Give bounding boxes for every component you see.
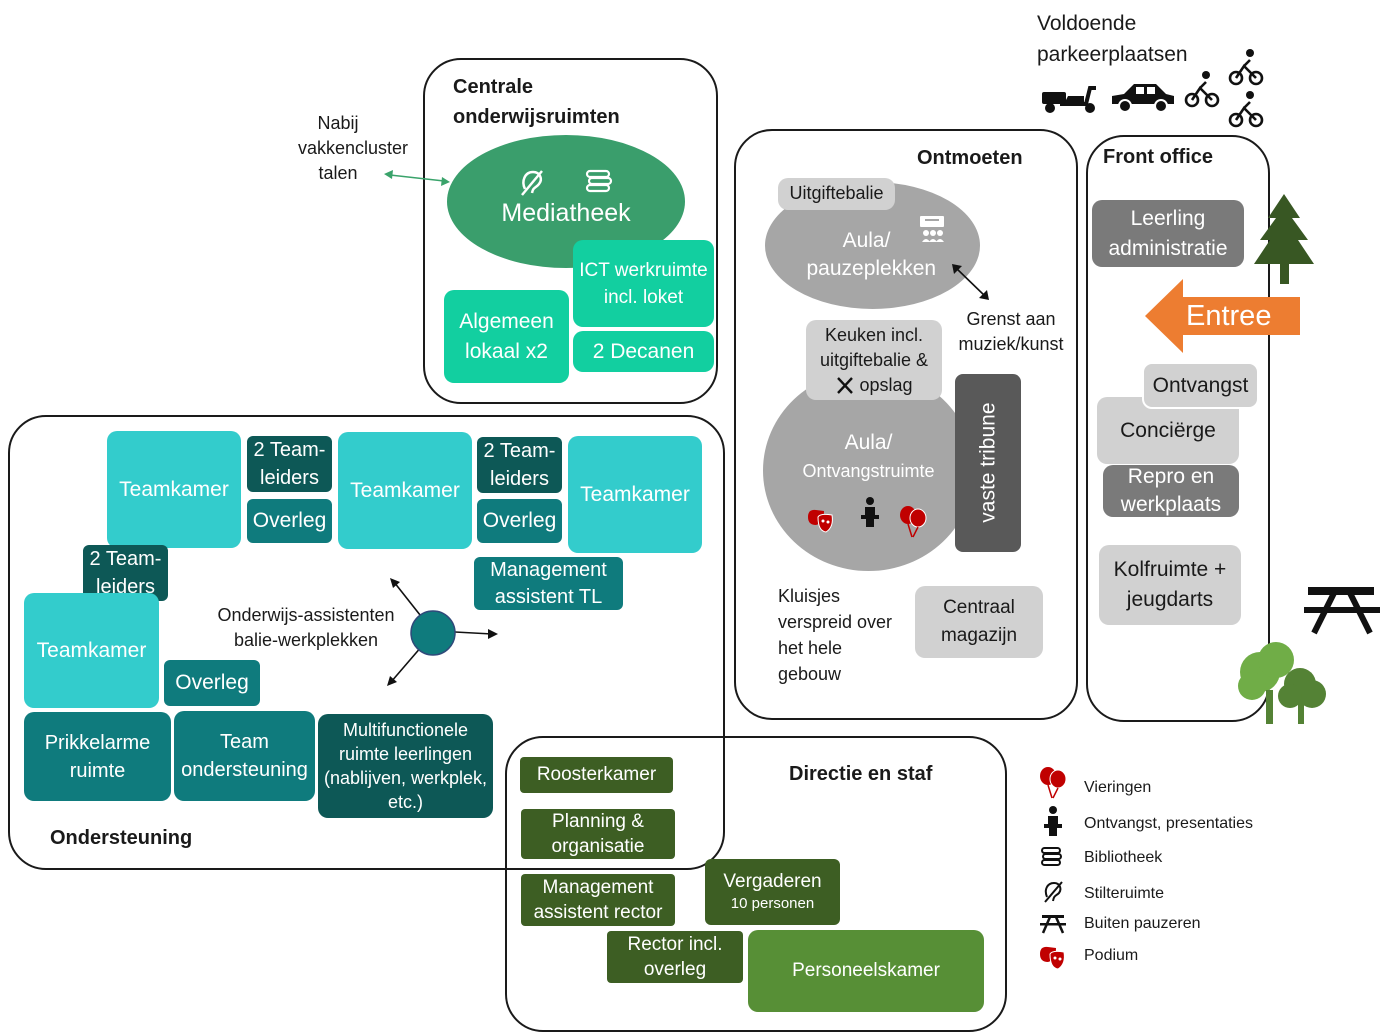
teamkamer-1-box: Teamkamer xyxy=(107,431,241,548)
kluisjes-note: Kluisjes verspreid over het hele gebouw xyxy=(778,586,893,684)
entree-arrow xyxy=(1145,279,1300,353)
legend-label-5: Podium xyxy=(1084,947,1139,964)
tribune-label: vaste tribune xyxy=(976,402,1000,524)
uitgiftebalie-box: Uitgiftebalie xyxy=(778,178,895,210)
repro-box: Repro en werkplaats xyxy=(1103,465,1239,517)
magazijn-box: Centraal magazijn xyxy=(915,586,1043,658)
grens-arrow xyxy=(952,264,989,300)
vergaderen-label: Vergaderen xyxy=(723,870,822,892)
teamkamer-4-box: Teamkamer xyxy=(24,593,159,708)
zone-ondersteuning xyxy=(8,415,725,870)
nabij-arrow xyxy=(384,170,450,186)
mgmt-rector-box: Management assistent rector xyxy=(521,874,675,926)
aula-ontvangst-label-2: Ontvangstruimte xyxy=(802,461,935,481)
silent-ear-icon xyxy=(521,170,543,196)
picnic-table-icon xyxy=(1040,915,1066,934)
silent-ear-icon xyxy=(1044,881,1063,903)
parking-label: Voldoende parkeerplaatsen xyxy=(1037,12,1188,66)
aula-ontvangst-ellipse: Aula/ Ontvangstruimte xyxy=(763,370,974,571)
cutlery-icon xyxy=(837,377,854,394)
picnic-table-icon xyxy=(1304,587,1380,635)
overleg-2-box: Overleg xyxy=(477,499,562,543)
teamkamer-2-box: Teamkamer xyxy=(338,432,472,549)
overleg-1-box: Overleg xyxy=(247,499,332,543)
zone-title-directie: Directie en staf xyxy=(789,763,933,785)
zone-ontmoeten xyxy=(734,129,1078,720)
entree-label: Entree xyxy=(1186,300,1272,332)
vergaderen-sub: 10 personen xyxy=(730,895,815,913)
rector-box: Rector incl. overleg xyxy=(607,931,743,983)
algemeen-lokaal-box: Algemeen lokaal x2 xyxy=(444,290,569,383)
team-ondersteuning-box: Team ondersteuning xyxy=(174,711,315,801)
books-icon xyxy=(585,169,613,193)
ontvangst-box: Ontvangst xyxy=(1142,362,1259,409)
decanen-box: 2 Decanen xyxy=(573,331,714,372)
grens-note: Grenst aan muziek/kunst xyxy=(958,309,1064,354)
zone-centrale xyxy=(423,58,718,404)
zone-title-centrale: Centrale onderwijsruimten xyxy=(453,76,620,128)
car-icon xyxy=(1112,84,1174,113)
tribune-box: vaste tribune xyxy=(955,374,1021,552)
planning-box: Planning & organisatie xyxy=(521,809,675,859)
legend-label-4: Buiten pauzeren xyxy=(1084,915,1201,932)
balloons-icon xyxy=(1040,767,1067,799)
keuken-label: Keuken incl. uitgiftebalie & xyxy=(819,324,929,370)
keuken-box: Keuken incl. uitgiftebalie & opslag xyxy=(806,320,942,400)
leerling-admin-box: Leerling administratie xyxy=(1092,200,1244,267)
zone-title-front-office: Front office xyxy=(1103,146,1213,168)
trees-icon xyxy=(1238,642,1326,724)
speaker-podium-icon xyxy=(861,497,879,527)
zone-title-ontmoeten: Ontmoeten xyxy=(917,147,1023,169)
keuken-opslag-label: opslag xyxy=(859,374,913,395)
oa-hub xyxy=(387,578,498,686)
legend-label-3: Stilteruimte xyxy=(1084,885,1165,902)
tree-icon xyxy=(1254,194,1314,284)
prikkelarm-box: Prikkelarme ruimte xyxy=(24,712,171,801)
oa-label: Onderwijs-assistenten balie-werkplekken xyxy=(217,605,395,650)
aula-pauze-label: Aula/ pauzeplekken xyxy=(806,228,937,280)
legend-label-0: Vieringen xyxy=(1084,779,1152,796)
books-icon xyxy=(1041,847,1062,866)
zone-front-office xyxy=(1086,135,1270,722)
balloons-icon xyxy=(900,506,927,538)
vergaderen-box: Vergaderen 10 personen xyxy=(705,859,840,925)
bicycles-icon xyxy=(1184,49,1264,128)
kolf-box: Kolfruimte + jeugdarts xyxy=(1099,545,1241,625)
teamkamer-3-box: Teamkamer xyxy=(568,436,702,553)
teamleiders-3-box: 2 Team-leiders xyxy=(83,545,168,601)
ict-box: ICT werkruimte incl. loket xyxy=(573,240,714,327)
legend-label-2: Bibliotheek xyxy=(1084,849,1163,866)
presentation-icon xyxy=(920,216,944,242)
theater-masks-icon xyxy=(1040,946,1065,970)
mediatheek-label: Mediatheek xyxy=(501,199,631,227)
management-tl-box: Management assistent TL xyxy=(474,557,623,610)
roosterkamer-box: Roosterkamer xyxy=(520,757,673,793)
multifunctioneel-box: Multifunctionele ruimte leerlingen (nabl… xyxy=(318,714,493,818)
teamleiders-1-box: 2 Team-leiders xyxy=(247,436,332,492)
overleg-3-box: Overleg xyxy=(164,660,260,706)
legend-label-1: Ontvangst, presentaties xyxy=(1084,815,1253,832)
teamleiders-2-box: 2 Team-leiders xyxy=(477,437,562,493)
zone-title-ondersteuning: Ondersteuning xyxy=(50,827,193,849)
nabij-note: Nabij vakkencluster talen xyxy=(298,113,409,183)
theater-masks-icon xyxy=(808,509,833,533)
aula-ontvangst-label-1: Aula/ xyxy=(844,431,893,454)
speaker-podium-icon xyxy=(1044,806,1062,836)
personeelskamer-box: Personeelskamer xyxy=(748,930,984,1012)
scooter-icon xyxy=(1042,86,1096,113)
